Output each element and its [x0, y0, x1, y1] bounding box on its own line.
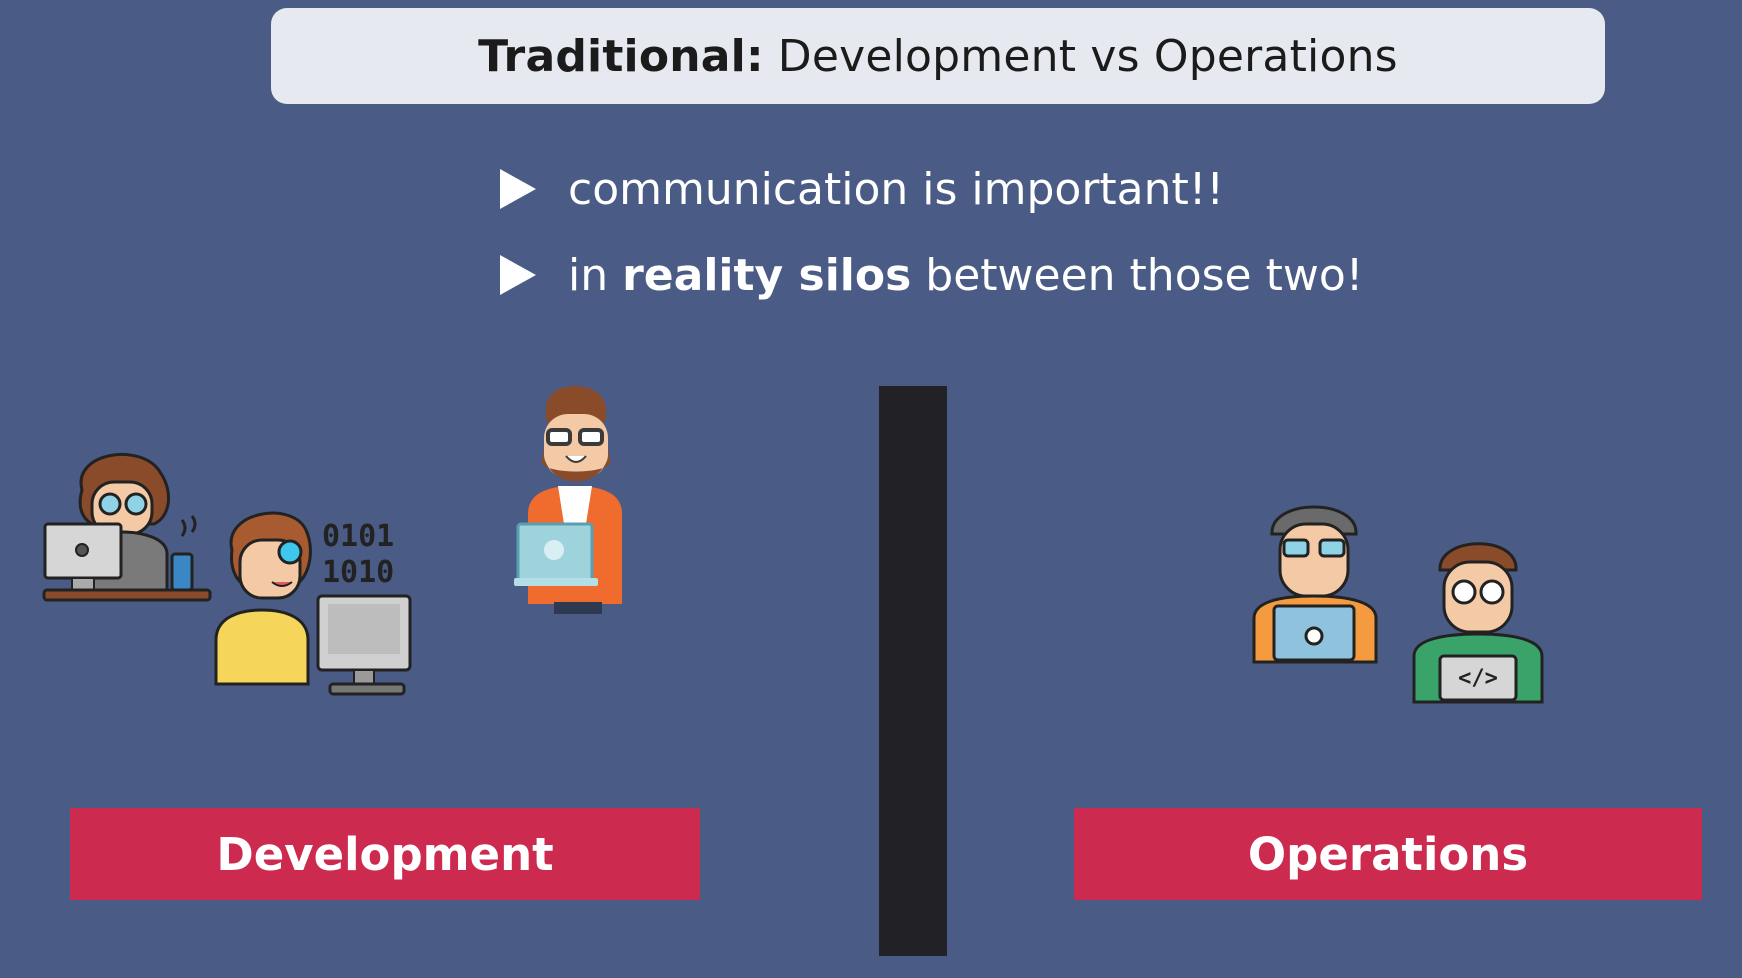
bearded-man-laptop-icon	[514, 386, 622, 614]
play-triangle-icon	[500, 169, 536, 209]
bullet-item: communication is important!!	[500, 158, 1363, 220]
development-label: Development	[70, 808, 700, 900]
svg-text:1010: 1010	[322, 555, 394, 590]
programmer-binary-icon: 0101 1010	[214, 511, 412, 696]
bullet-text: in reality silos between those two!	[568, 249, 1364, 301]
operations-label: Operations	[1074, 808, 1702, 900]
svg-text:0101: 0101	[322, 519, 394, 554]
ops-engineer-code-icon: </>	[1412, 542, 1544, 704]
programmer-desk-icon	[42, 452, 212, 602]
title-bold: Traditional:	[478, 30, 764, 82]
play-triangle-icon	[500, 255, 536, 295]
bullet-text: communication is important!!	[568, 163, 1225, 215]
svg-text:</>: </>	[1458, 666, 1498, 691]
slide-title: Traditional: Development vs Operations	[271, 8, 1605, 104]
silo-wall	[879, 386, 947, 956]
bullet-list: communication is important!! in reality …	[500, 158, 1363, 330]
ops-engineer-laptop-icon	[1252, 505, 1378, 664]
bullet-item: in reality silos between those two!	[500, 244, 1363, 306]
title-rest: Development vs Operations	[777, 30, 1398, 82]
